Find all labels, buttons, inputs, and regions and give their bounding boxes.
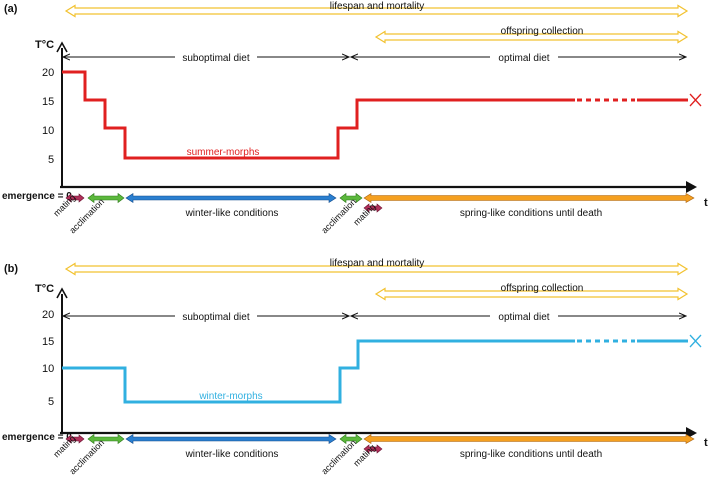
- lifespan-bracket: lifespan and mortality: [64, 1, 689, 18]
- death-cross-icon: [689, 93, 702, 107]
- mating-arrow-1: [65, 193, 85, 203]
- winter-label: winter-like conditions: [185, 208, 279, 219]
- temperature-profile: winter-morphs: [62, 334, 702, 404]
- tick-20: 20: [42, 67, 54, 79]
- mating-arrow-2: [363, 444, 383, 454]
- diet-arrows: suboptimal diet optimal diet: [63, 310, 686, 323]
- spring-label: spring-like conditions until death: [460, 208, 602, 219]
- phase-arrows: [65, 433, 695, 454]
- acclimation-arrow-1: [87, 192, 125, 204]
- emergence-label: emergence = 0: [2, 432, 72, 443]
- tick-20: 20: [42, 309, 54, 321]
- optimal-diet-label: optimal diet: [498, 312, 549, 323]
- t-axis-label: t: [704, 197, 708, 209]
- series-label: winter-morphs: [198, 391, 262, 402]
- winter-arrow: [125, 433, 337, 445]
- suboptimal-diet-label: suboptimal diet: [182, 312, 249, 323]
- panel-a: (a) lifespan and mortality offspring col…: [2, 1, 708, 235]
- spring-arrow: [363, 433, 695, 445]
- suboptimal-diet-label: suboptimal diet: [182, 53, 249, 64]
- phase-arrows: [65, 192, 695, 213]
- winter-label: winter-like conditions: [185, 449, 279, 460]
- diet-arrows: suboptimal diet optimal diet: [63, 51, 686, 64]
- axes: T°C t 20 15 10 5: [35, 39, 708, 209]
- optimal-diet-label: optimal diet: [498, 53, 549, 64]
- panel-b-label: (b): [4, 263, 18, 275]
- lifespan-bracket: lifespan and mortality: [64, 258, 689, 276]
- acclimation-arrow-2: [339, 192, 363, 204]
- emergence-label: emergence = 0: [2, 191, 72, 202]
- y-axis-title: T°C: [35, 283, 54, 295]
- spring-label: spring-like conditions until death: [460, 449, 602, 460]
- mating-arrow-2: [363, 203, 383, 213]
- acclimation-arrow-2: [339, 433, 363, 445]
- tick-5: 5: [48, 154, 54, 166]
- offspring-label: offspring collection: [501, 26, 584, 37]
- panel-a-label: (a): [4, 3, 18, 15]
- winter-arrow: [125, 192, 337, 204]
- panel-b: (b) lifespan and mortality offspring col…: [2, 258, 708, 476]
- acclimation-label-2: acclimation: [319, 197, 358, 236]
- lifespan-label: lifespan and mortality: [330, 1, 425, 12]
- series-label: summer-morphs: [187, 147, 260, 158]
- acclimation-arrow-1: [87, 433, 125, 445]
- death-cross-icon: [689, 334, 702, 348]
- axes: T°C t 20 15 10 5: [35, 283, 708, 449]
- offspring-label: offspring collection: [501, 283, 584, 294]
- temperature-profile: summer-morphs: [62, 70, 702, 160]
- tick-15: 15: [42, 96, 54, 108]
- offspring-bracket: offspring collection: [374, 283, 689, 301]
- spring-arrow: [363, 192, 695, 204]
- y-axis-title: T°C: [35, 39, 54, 51]
- acclimation-label-2: acclimation: [319, 438, 358, 477]
- t-axis-label: t: [704, 437, 708, 449]
- tick-5: 5: [48, 396, 54, 408]
- tick-10: 10: [42, 363, 54, 375]
- lifespan-label: lifespan and mortality: [330, 258, 425, 269]
- mating-arrow-1: [65, 434, 85, 444]
- tick-10: 10: [42, 125, 54, 137]
- offspring-bracket: offspring collection: [374, 26, 689, 44]
- tick-15: 15: [42, 336, 54, 348]
